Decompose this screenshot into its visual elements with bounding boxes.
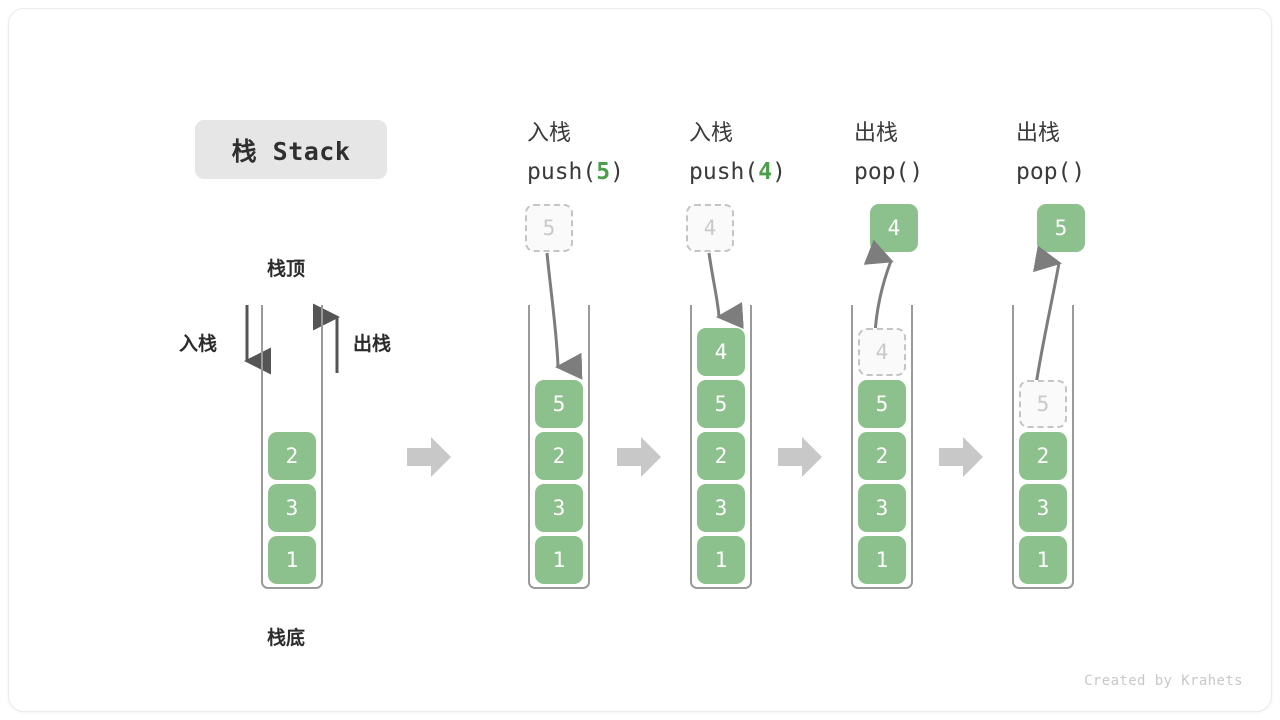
stack-top-label: 栈顶 (267, 258, 306, 280)
stack-cell: 1 (535, 536, 583, 584)
ghost-cell-incoming: 4 (686, 204, 734, 252)
push-direction-arrow-icon (244, 305, 271, 375)
stack-cell: 2 (697, 432, 745, 480)
column-header-push-5: 入栈 push(5) (527, 121, 624, 185)
stack-cell: 3 (858, 484, 906, 532)
stack-cell: 5 (697, 380, 745, 428)
step-arrow-icon (407, 437, 451, 477)
pop-direction-label: 出栈 (353, 333, 392, 355)
stack-cell: 1 (858, 536, 906, 584)
pop-flow-arrow-icon (1033, 245, 1062, 386)
stack-cell: 1 (1019, 536, 1067, 584)
stack-container-initial (261, 305, 323, 589)
stack-cell: 2 (535, 432, 583, 480)
stack-container-pop-1 (851, 305, 913, 589)
stack-container-push-4 (690, 305, 752, 589)
stack-cell: 3 (535, 484, 583, 532)
stack-cell: 1 (268, 536, 316, 584)
stack-cell: 1 (697, 536, 745, 584)
popped-cell: 4 (870, 204, 918, 252)
column-header-pop-1: 出栈 pop() (854, 121, 924, 185)
ghost-cell-removed: 5 (1019, 380, 1067, 428)
column-header-pop-2: 出栈 pop() (1016, 121, 1086, 185)
ghost-cell-removed: 4 (858, 328, 906, 376)
stack-cell: 2 (1019, 432, 1067, 480)
title-pill: 栈 Stack (195, 120, 387, 179)
push-flow-arrow-icon (545, 252, 583, 380)
stack-cell: 4 (697, 328, 745, 376)
stack-cell: 5 (858, 380, 906, 428)
stack-cell: 5 (535, 380, 583, 428)
popped-cell: 5 (1037, 204, 1085, 252)
step-arrow-icon (939, 437, 983, 477)
title-text: 栈 Stack (231, 136, 351, 166)
credit-text: Created by Krahets (1084, 673, 1243, 689)
diagram-card: 栈 Stack 栈顶 栈底 入栈 出栈 2 3 1 入栈 push(5) 5 (8, 8, 1272, 712)
push-flow-arrow-icon (707, 252, 744, 329)
column-header-push-4: 入栈 push(4) (689, 121, 786, 185)
stack-cell: 2 (268, 432, 316, 480)
step-arrow-icon (778, 437, 822, 477)
stack-container-pop-2 (1012, 305, 1074, 589)
stack-container-push-5 (528, 305, 590, 589)
push-direction-label: 入栈 (179, 333, 218, 355)
stack-cell: 3 (1019, 484, 1067, 532)
ghost-cell-incoming: 5 (525, 204, 573, 252)
stack-bottom-label: 栈底 (267, 627, 306, 649)
stack-cell: 3 (268, 484, 316, 532)
stack-cell: 3 (697, 484, 745, 532)
step-arrow-icon (617, 437, 661, 477)
pop-direction-arrow-icon (313, 303, 340, 373)
stack-cell: 2 (858, 432, 906, 480)
